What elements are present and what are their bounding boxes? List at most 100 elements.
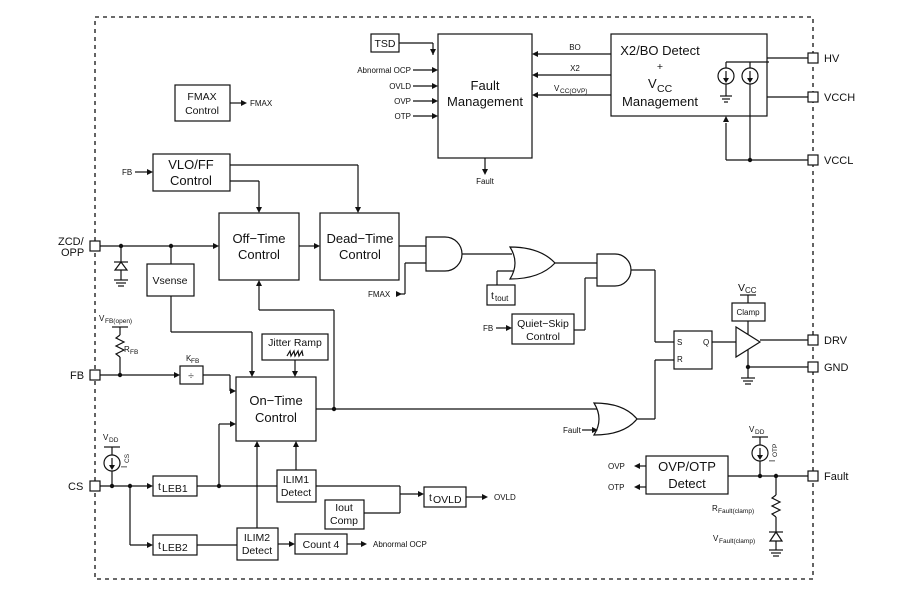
vdd-cs-sub: DD xyxy=(109,437,119,444)
kfb-label: K xyxy=(186,354,192,363)
fault-pin xyxy=(807,470,819,482)
x2-bo-vcc: V xyxy=(648,76,657,91)
rfault-resistor-icon xyxy=(770,494,782,518)
fault-management-block xyxy=(437,33,533,159)
rfault-label: R xyxy=(712,504,718,513)
ovp-otp-label-2: Detect xyxy=(668,476,706,491)
vlo-ff-label-1: VLO/FF xyxy=(168,157,214,172)
x2-bo-vcc-sub: CC xyxy=(657,83,673,95)
iout-comp-block xyxy=(324,499,365,530)
ics-label: I xyxy=(120,466,129,468)
tleb2-sub: LEB2 xyxy=(162,542,188,554)
x2-bo-plus: + xyxy=(657,61,663,73)
fmax-output-label: FMAX xyxy=(250,99,273,108)
ilim2-label-1: ILIM2 xyxy=(244,532,270,544)
tout-block xyxy=(486,284,516,306)
ics-sub: CS xyxy=(124,453,131,463)
vcc-clamp-sub: CC xyxy=(745,286,757,295)
ovp-input-label: OVP xyxy=(394,97,411,106)
vcch-pin-label: VCCH xyxy=(824,92,855,104)
vsense-label: Vsense xyxy=(152,275,187,287)
sr-latch xyxy=(673,330,713,370)
iotp-sub: OTP xyxy=(772,444,779,457)
vcc-clamp-label: V xyxy=(738,282,745,294)
quiet-skip-control-block xyxy=(511,313,575,345)
ilim1-label-1: ILIM1 xyxy=(283,474,309,486)
vfault-label: V xyxy=(713,534,719,543)
x2-bo-management: Management xyxy=(622,94,698,109)
vdd-otp-sub: DD xyxy=(755,429,765,436)
abnormal-ocp-input-label: Abnormal OCP xyxy=(357,66,411,75)
latch-s-label: S xyxy=(677,338,682,347)
tleb1-sub: LEB1 xyxy=(162,483,188,495)
vdd-cs-label: V xyxy=(103,433,109,442)
driver-buffer xyxy=(735,325,762,359)
drv-pin xyxy=(807,334,819,346)
on-time-control-block xyxy=(235,376,317,442)
fmax-control-label-2: Control xyxy=(185,105,219,117)
tout-label: t xyxy=(491,290,494,302)
clamp-label: Clamp xyxy=(736,308,760,317)
tleb2-label: t xyxy=(158,540,161,552)
cs-pin-label: CS xyxy=(68,481,83,493)
dead-time-label-2: Control xyxy=(339,247,381,262)
or-gate-2 xyxy=(592,402,638,436)
fb-input-vlo-label: FB xyxy=(122,168,132,177)
zcd-pin-label: ZCD/ xyxy=(58,236,85,248)
zcd-opp-pin xyxy=(89,240,101,252)
hv-pin-label: HV xyxy=(824,53,840,65)
fault-management-label-2: Management xyxy=(447,94,523,109)
zener-diode-icon xyxy=(113,261,129,271)
vfbopen-label: V xyxy=(99,314,105,323)
ovld-output-label: OVLD xyxy=(494,493,516,502)
fault-pin-label: Fault xyxy=(824,471,848,483)
iout-comp-label-1: Iout xyxy=(335,502,353,514)
gnd-pin-label: GND xyxy=(824,362,849,374)
tovld-sub: OVLD xyxy=(433,494,462,506)
quiet-skip-label-2: Control xyxy=(526,331,560,343)
rfb-label: R xyxy=(124,345,130,354)
vccl-pin xyxy=(807,154,819,166)
off-time-control-block xyxy=(218,212,300,281)
x2-signal-label: X2 xyxy=(570,64,580,73)
fault-input-or-label: Fault xyxy=(563,426,582,435)
cs-pin xyxy=(89,480,101,492)
ramp-waveform-icon xyxy=(286,349,304,358)
ovld-input-label: OVLD xyxy=(389,82,411,91)
vsense-block xyxy=(146,263,195,297)
rfb-resistor-icon xyxy=(114,334,126,358)
otp-input-label: OTP xyxy=(395,112,411,121)
vccovp-signal-label: V xyxy=(554,84,560,93)
vfault-sub: Fault(clamp) xyxy=(719,538,755,545)
and-gate-2 xyxy=(596,253,632,287)
tovld-label: t xyxy=(429,492,432,504)
abnormal-ocp-output-label: Abnormal OCP xyxy=(373,540,427,549)
fb-pin-label: FB xyxy=(70,370,84,382)
otp-output-label: OTP xyxy=(608,483,624,492)
ovp-otp-label-1: OVP/OTP xyxy=(658,459,716,474)
vdd-otp-label: V xyxy=(749,425,755,434)
fb-pin xyxy=(89,369,101,381)
vcch-pin xyxy=(807,91,819,103)
vlo-ff-label-2: Control xyxy=(170,173,212,188)
vfbopen-sub: FB(open) xyxy=(105,318,132,325)
fault-output-label: Fault xyxy=(476,177,495,186)
vccovp-signal-sub: CC(OVP) xyxy=(560,88,587,95)
hv-pin xyxy=(807,52,819,64)
tsd-label: TSD xyxy=(375,38,396,50)
gnd-pin xyxy=(807,361,819,373)
rfault-sub: Fault(clamp) xyxy=(718,508,754,515)
vlo-ff-control-block xyxy=(152,153,231,192)
kfb-sub: FB xyxy=(191,358,199,365)
tout-sub: tout xyxy=(495,294,509,303)
latch-q-label: Q xyxy=(703,338,709,347)
ilim1-label-2: Detect xyxy=(281,487,311,499)
ovp-otp-detect-block xyxy=(645,455,729,495)
or-gate-1 xyxy=(508,246,556,280)
kfb-divider-symbol: ÷ xyxy=(188,370,194,382)
fault-management-label-1: Fault xyxy=(471,78,500,93)
tleb1-label: t xyxy=(158,481,161,493)
fmax-control-label-1: FMAX xyxy=(187,91,216,103)
x2-bo-label: X2/BO Detect xyxy=(620,43,700,58)
vfault-zener-icon xyxy=(768,530,784,542)
